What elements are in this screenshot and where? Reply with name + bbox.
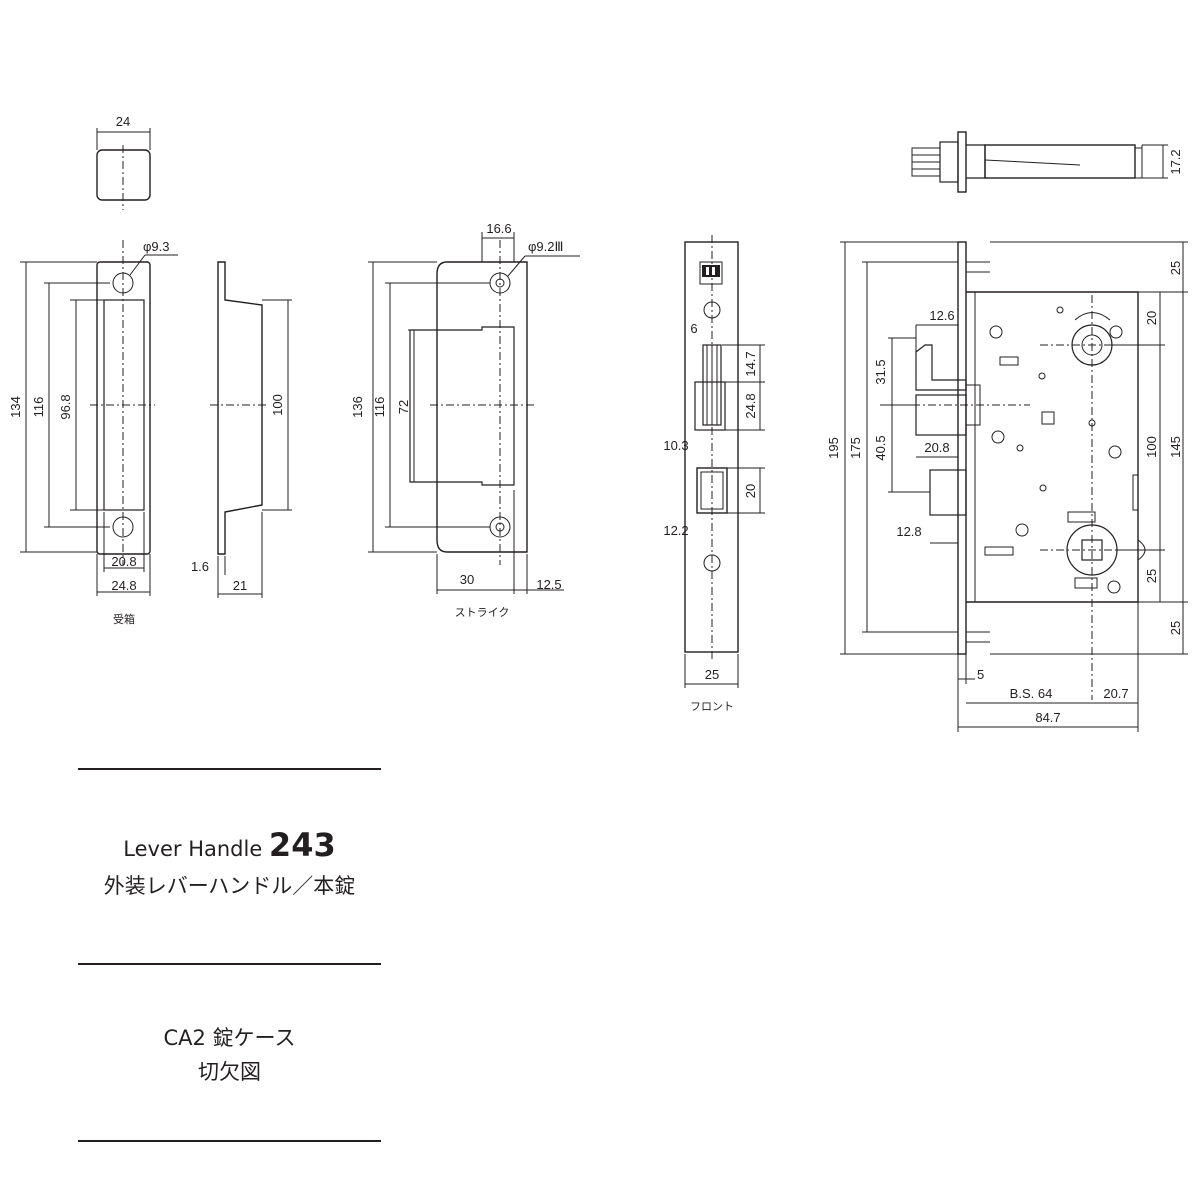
ukebako-width-inner: 20.8 (111, 554, 136, 569)
strike-top-width: 16.6 (486, 221, 511, 236)
front-plate-drawing (684, 235, 765, 688)
product-number: 243 (268, 826, 336, 864)
case-r25-top: 25 (1168, 261, 1183, 275)
case-r25-bot: 25 (1168, 621, 1183, 635)
strike-width-b: 12.5 (536, 577, 561, 592)
ukebako-hole: φ9.3 (143, 239, 170, 254)
front-dim-248: 24.8 (743, 393, 758, 418)
technical-drawing: 24 φ9.3 134 116 96.8 20.8 24.8 受箱 100 1.… (8, 114, 1188, 732)
ukebako-caption: 受箱 (113, 612, 135, 626)
divider-bottom (78, 1140, 381, 1142)
strike-caption: ストライク (455, 606, 510, 619)
ukebako-cap-width: 24 (116, 114, 130, 129)
divider-middle (78, 963, 381, 965)
front-dim-147: 14.7 (743, 351, 758, 376)
front-dim-122: 12.2 (663, 523, 688, 538)
case-title-line1: CA2 錠ケース (163, 1026, 296, 1050)
ukebako-height-inner: 96.8 (58, 394, 73, 419)
product-title-block: Lever Handle 243 外装レバーハンドル／本錠 (78, 826, 381, 900)
ukebako-side-drawing (210, 261, 292, 598)
ukebako-height-holes: 116 (31, 397, 46, 418)
case-r100: 100 (1144, 436, 1159, 458)
ukebako-cap-drawing (96, 128, 151, 210)
case-top-view-drawing (911, 131, 1168, 193)
case-r20: 20 (1144, 311, 1159, 325)
product-name-jp: 外装レバーハンドル／本錠 (103, 874, 356, 898)
case-title-line2: 切欠図 (198, 1060, 261, 1084)
case-title-block: CA2 錠ケース 切欠図 (78, 1022, 381, 1086)
case-d405: 40.5 (873, 435, 888, 460)
strike-hole: φ9.2Ⅲ (528, 239, 563, 254)
product-name-en: Lever Handle (123, 837, 269, 861)
strike-drawing (368, 232, 580, 594)
strike-width-a: 30 (460, 572, 474, 587)
ukebako-width-outer: 24.8 (111, 578, 136, 593)
case-d847: 84.7 (1035, 710, 1060, 725)
case-side-view-drawing (840, 241, 1188, 732)
front-caption: フロント (690, 700, 734, 713)
case-r25-mid: 25 (1144, 569, 1159, 583)
case-labels: 17.2 195 175 31.5 40.5 12.6 20.8 12.8 25… (826, 149, 1183, 725)
front-dim-20: 20 (743, 484, 758, 498)
strike-labels: 16.6 φ9.2Ⅲ 136 116 72 30 12.5 ストライク (350, 221, 563, 619)
ukebako-height-total: 134 (8, 396, 23, 418)
case-r145: 145 (1168, 436, 1183, 458)
case-d5: 5 (977, 667, 984, 682)
case-d126: 12.6 (929, 308, 954, 323)
divider-top (78, 768, 381, 770)
front-labels: 6 14.7 24.8 10.3 20 12.2 25 フロント (663, 321, 758, 713)
front-dim-103: 10.3 (663, 438, 688, 453)
strike-height-total: 136 (350, 396, 365, 418)
ukebako-side-depth: 21 (233, 578, 247, 593)
ukebako-labels: 24 φ9.3 134 116 96.8 20.8 24.8 受箱 100 1.… (8, 114, 285, 626)
case-d208: 20.8 (924, 440, 949, 455)
case-d175: 175 (848, 437, 863, 459)
ukebako-side-height: 100 (270, 394, 285, 416)
ukebako-front-drawing (20, 240, 178, 596)
strike-height-inner: 72 (396, 400, 411, 414)
front-logo-icon (702, 265, 720, 277)
case-d128: 12.8 (896, 524, 921, 539)
strike-height-holes: 116 (372, 397, 387, 418)
front-dim-6: 6 (690, 321, 697, 336)
front-width: 25 (705, 667, 719, 682)
case-top-thickness: 17.2 (1168, 149, 1183, 174)
product-title: Lever Handle 243 (78, 826, 381, 864)
case-d315: 31.5 (873, 359, 888, 384)
case-bs: B.S. 64 (1010, 686, 1053, 701)
case-d195: 195 (826, 437, 841, 459)
ukebako-side-plate: 1.6 (191, 559, 209, 574)
case-d207: 20.7 (1103, 686, 1128, 701)
